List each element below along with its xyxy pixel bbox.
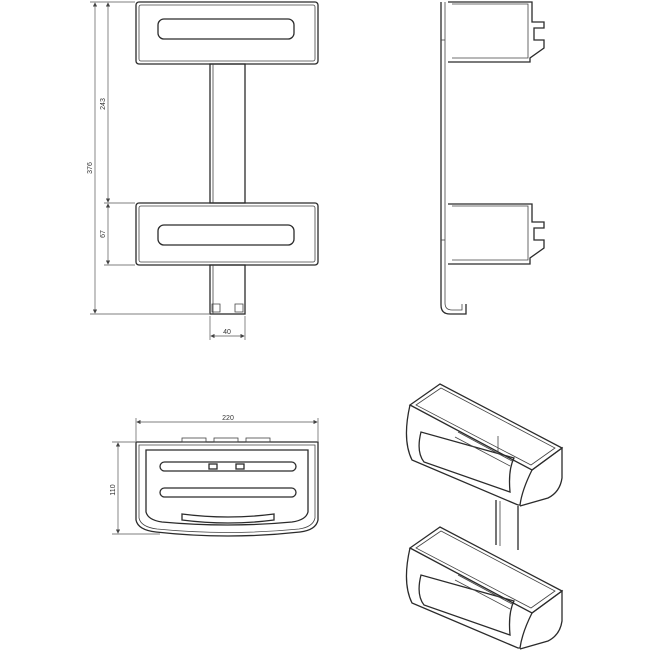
top-view: 220 110 <box>110 415 319 537</box>
lower-tray-front <box>135 202 319 266</box>
center-post-front <box>209 63 246 204</box>
iso-lower-basket <box>405 526 564 650</box>
dimension-depth: 110 <box>110 441 160 535</box>
dimension-upper-spacing: 243 <box>100 2 135 204</box>
dimension-total-height: 376 <box>87 1 209 315</box>
lower-tray-side <box>448 203 545 265</box>
upper-tray-side <box>448 1 545 63</box>
dim-upper-spacing-label: 243 <box>100 98 107 110</box>
dimension-lower-tray: 67 <box>100 203 135 266</box>
side-view <box>440 1 545 315</box>
dim-lower-tray-label: 67 <box>100 230 107 238</box>
iso-upper-basket <box>405 383 564 507</box>
front-view: 376 243 67 40 <box>87 1 319 340</box>
dim-total-height-label: 376 <box>87 162 94 174</box>
iso-center-post <box>495 500 519 550</box>
dimension-post-width: 40 <box>209 316 246 340</box>
dimension-width: 220 <box>135 415 319 441</box>
post-foot-front <box>209 264 246 315</box>
isometric-view <box>405 383 564 650</box>
dim-depth-label: 110 <box>110 484 117 495</box>
dim-width-label: 220 <box>222 415 234 422</box>
upper-tray-front <box>135 1 319 65</box>
dim-post-width-label: 40 <box>223 329 231 336</box>
